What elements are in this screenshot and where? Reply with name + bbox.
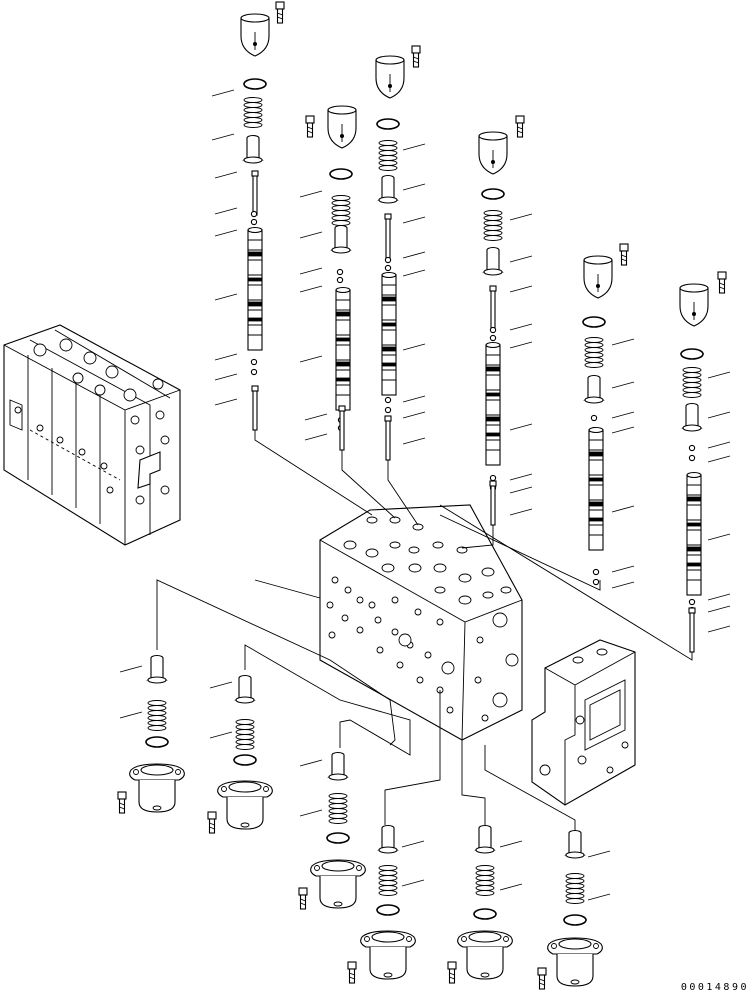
end-cover-block [531,639,636,806]
spool-column-4 [478,115,533,526]
assembly-routing-lines [156,420,693,830]
spool-column-3 [375,45,426,461]
spool-column-5 [582,243,635,589]
main-valve-body [319,504,523,741]
lower-valve-set-5 [447,824,523,984]
spool-column-1 [211,1,285,431]
spool-column-2 [299,105,357,451]
valve-body-leader [254,579,321,599]
lower-valve-set-3 [298,751,366,910]
lower-valve-set-2 [207,674,273,834]
valve-assembly-overview [3,324,181,546]
drawing-number: 00014890 [680,982,749,993]
lower-valve-set-4 [347,824,425,984]
lower-valve-set-1 [117,654,185,814]
spool-column-6 [679,271,731,653]
lower-valve-set-6 [537,829,611,990]
